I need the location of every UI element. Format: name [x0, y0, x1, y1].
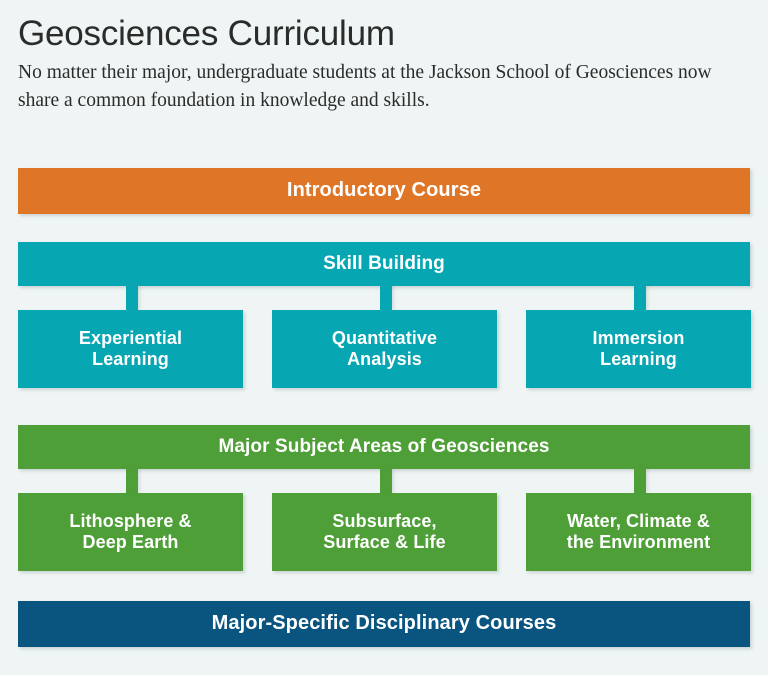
box-lithosphere-deep-earth: Lithosphere & Deep Earth [18, 493, 243, 571]
box-subsurface-surface-life-line2: Surface & Life [323, 532, 446, 552]
tier-skill-building: Skill Building [18, 242, 750, 286]
box-experiential-learning: Experiential Learning [18, 310, 243, 388]
tier-major-subject-areas-label: Major Subject Areas of Geosciences [218, 435, 550, 457]
box-quantitative-analysis-line1: Quantitative [331, 328, 438, 349]
box-immersion-learning-label: Immersion Learning [593, 328, 685, 370]
connector-skill-building-1 [126, 286, 138, 310]
box-immersion-learning-line1: Immersion [592, 328, 685, 349]
connector-skill-building-2 [380, 286, 392, 310]
connector-major-subject-areas-3 [634, 469, 646, 493]
box-water-climate-environment-line2: the Environment [566, 532, 711, 552]
tier-skill-building-label: Skill Building [323, 252, 445, 274]
tier-major-specific-disciplinary-courses-label: Major-Specific Disciplinary Courses [211, 612, 557, 635]
box-experiential-learning-line2: Learning [92, 349, 169, 369]
tier-introductory-course: Introductory Course [18, 168, 750, 214]
box-quantitative-analysis-label: Quantitative Analysis [332, 328, 437, 370]
box-experiential-learning-label: Experiential Learning [79, 328, 182, 370]
box-quantitative-analysis: Quantitative Analysis [272, 310, 497, 388]
box-subsurface-surface-life: Subsurface, Surface & Life [272, 493, 497, 571]
tier-major-subject-areas: Major Subject Areas of Geosciences [18, 425, 750, 469]
box-immersion-learning: Immersion Learning [526, 310, 751, 388]
box-subsurface-surface-life-line1: Subsurface, [332, 511, 437, 532]
connector-skill-building-3 [634, 286, 646, 310]
box-lithosphere-deep-earth-label: Lithosphere & Deep Earth [69, 511, 191, 553]
box-experiential-learning-line1: Experiential [78, 328, 183, 349]
page-subtitle: No matter their major, undergraduate stu… [18, 62, 712, 111]
page-title: Geosciences Curriculum [18, 14, 395, 53]
box-quantitative-analysis-line2: Analysis [347, 349, 422, 369]
box-immersion-learning-line2: Learning [600, 349, 677, 369]
connector-major-subject-areas-1 [126, 469, 138, 493]
box-subsurface-surface-life-label: Subsurface, Surface & Life [323, 511, 445, 553]
tier-introductory-course-label: Introductory Course [286, 179, 482, 202]
box-lithosphere-deep-earth-line1: Lithosphere & [69, 511, 192, 532]
box-water-climate-environment-label: Water, Climate & the Environment [567, 511, 711, 553]
box-water-climate-environment: Water, Climate & the Environment [526, 493, 751, 571]
tier-major-specific-disciplinary-courses: Major-Specific Disciplinary Courses [18, 601, 750, 647]
connector-major-subject-areas-2 [380, 469, 392, 493]
box-lithosphere-deep-earth-line2: Deep Earth [82, 532, 179, 552]
box-water-climate-environment-line1: Water, Climate & [567, 511, 710, 532]
header: Geosciences Curriculum No matter their m… [18, 14, 750, 115]
